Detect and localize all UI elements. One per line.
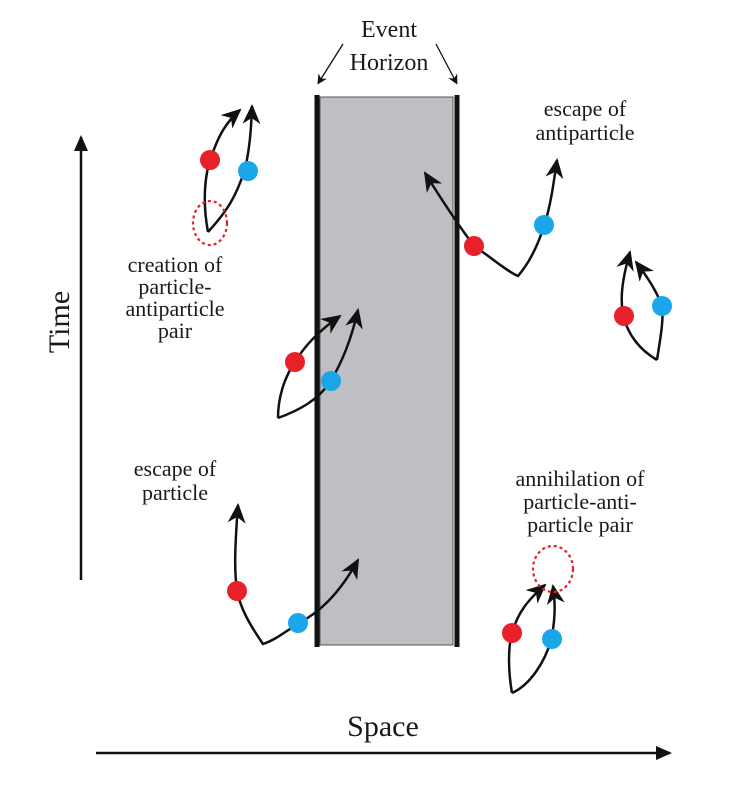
escape-particle-group <box>227 503 360 646</box>
annihilation-label-line2: particle-anti- <box>523 489 637 514</box>
particle-dot <box>200 150 220 170</box>
black-hole-region <box>319 96 454 646</box>
particle-dot <box>502 623 522 643</box>
event-horizon-pointer-right <box>435 43 458 85</box>
antiparticle-dot <box>238 161 258 181</box>
escape-antiparticle-label-line1: escape of <box>544 96 627 121</box>
event-horizon-label-line1: Event <box>361 17 417 43</box>
antiparticle-trajectory <box>473 158 564 278</box>
escape-particle-label-line1: escape of <box>134 456 217 481</box>
annihilation-label-line1: annihilation of <box>516 466 646 491</box>
creation-label-line2: particle- <box>138 274 211 299</box>
escape-antiparticle-label-line2: antiparticle <box>536 120 635 145</box>
antiparticle-dot <box>652 296 672 316</box>
time-axis-label: Time <box>43 291 76 353</box>
pair-creation-group <box>191 104 261 247</box>
antiparticle-dot <box>534 215 554 235</box>
creation-marker <box>191 199 229 247</box>
creation-label-line1: creation of <box>128 252 223 277</box>
space-axis-label: Space <box>347 710 419 743</box>
creation-label-line4: pair <box>158 318 193 343</box>
event-horizon-label-line2: Horizon <box>350 50 429 76</box>
creation-label-line3: antiparticle <box>126 296 225 321</box>
particle-dot <box>614 306 634 326</box>
annihilation-group <box>502 544 575 695</box>
particle-trajectory <box>227 503 300 646</box>
antiparticle-dot <box>321 371 341 391</box>
escape-antiparticle-group <box>423 158 564 278</box>
annihilation-marker <box>531 544 575 594</box>
free-pair-right-group <box>614 250 672 362</box>
annihilation-label-line3: particle pair <box>527 512 633 537</box>
particle-dot <box>285 352 305 372</box>
antiparticle-dot <box>542 629 562 649</box>
event-horizon-pointer-left <box>317 43 344 85</box>
particle-dot <box>227 581 247 601</box>
pair-at-horizon-group <box>276 308 363 420</box>
particle-dot <box>464 236 484 256</box>
antiparticle-dot <box>288 613 308 633</box>
escape-particle-label-line2: particle <box>142 480 208 505</box>
